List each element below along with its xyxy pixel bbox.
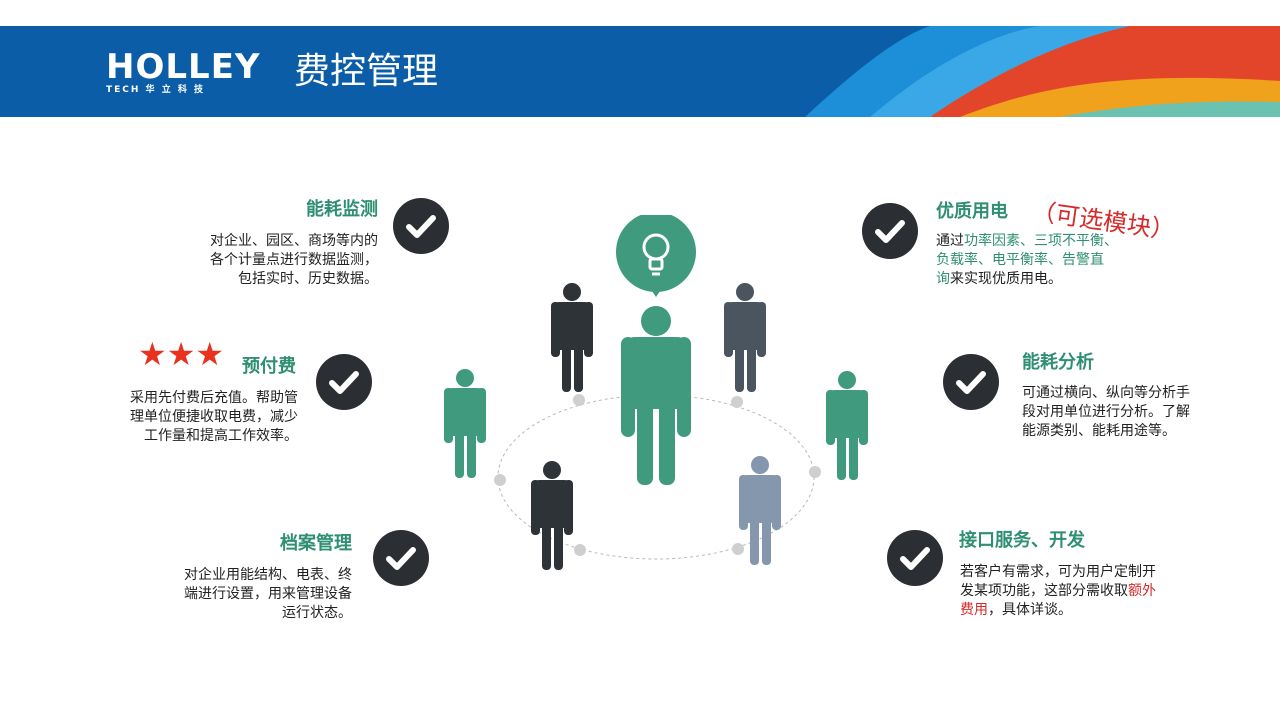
desc-line: 端进行设置，用来管理设备 <box>184 586 352 602</box>
feature-title-energy-monitoring: 能耗监测 <box>306 199 378 220</box>
desc-line: 运行状态。 <box>282 605 352 621</box>
feature-title-prepaid: 预付费 <box>242 356 296 377</box>
desc-line: 可通过横向、纵向等分析手 <box>1022 385 1190 401</box>
check-icon <box>862 203 918 259</box>
lightbulb-icon <box>616 215 696 297</box>
feature-desc-archive: 对企业用能结构、电表、终 端进行设置，用来管理设备 运行状态。 <box>150 566 352 623</box>
feature-title-power-quality: 优质用电 <box>936 201 1008 222</box>
check-icon <box>373 530 429 586</box>
check-icon <box>393 198 449 254</box>
feature-title-energy-analysis: 能耗分析 <box>1022 352 1094 373</box>
desc-line: 能源类别、能耗用途等。 <box>1022 423 1176 439</box>
feature-desc-prepaid: 采用先付费后充值。帮助管 理单位便捷收取电费，减少 工作量和提高工作效率。 <box>96 389 298 446</box>
person-icon <box>531 461 573 570</box>
desc-line: 通过功率因素、三项不平衡、 <box>936 233 1118 249</box>
desc-line: 各个计量点进行数据监测， <box>210 252 378 268</box>
person-icon <box>551 283 593 392</box>
check-icon <box>316 354 372 410</box>
check-icon <box>943 354 999 410</box>
logo-subtext: TECH 华 立 科 技 <box>106 85 205 95</box>
desc-line: 包括实时、历史数据。 <box>238 271 378 287</box>
desc-line: 工作量和提高工作效率。 <box>144 428 298 444</box>
header-banner: HOLLEY TECH 华 立 科 技 <box>0 26 1280 117</box>
person-icon <box>739 456 781 565</box>
feature-desc-energy-monitoring: 对企业、园区、商场等内的 各个计量点进行数据监测， 包括实时、历史数据。 <box>170 232 378 289</box>
desc-line: 发某项功能，这部分需收取额外 <box>960 583 1156 599</box>
feature-desc-energy-analysis: 可通过横向、纵向等分析手 段对用单位进行分析。了解 能源类别、能耗用途等。 <box>1022 384 1190 441</box>
desc-line: 若客户有需求，可为用户定制开 <box>960 564 1156 580</box>
desc-line: 对企业、园区、商场等内的 <box>210 233 378 249</box>
rating-stars: ★★★ <box>138 335 225 373</box>
feature-desc-interface: 若客户有需求，可为用户定制开 发某项功能，这部分需收取额外 费用，具体详谈。 <box>960 563 1156 620</box>
desc-line: 负载率、电平衡率、告警直 <box>936 252 1104 268</box>
desc-line: 询来实现优质用电。 <box>936 271 1062 287</box>
desc-line: 费用，具体详谈。 <box>960 602 1072 618</box>
desc-line: 理单位便捷收取电费，减少 <box>130 409 298 425</box>
feature-title-interface: 接口服务、开发 <box>959 530 1085 551</box>
page-title: 费控管理 <box>294 51 439 92</box>
desc-line: 对企业用能结构、电表、终 <box>184 567 352 583</box>
holley-logo: HOLLEY TECH 华 立 科 技 <box>106 50 261 96</box>
desc-line: 段对用单位进行分析。了解 <box>1022 404 1190 420</box>
person-icon <box>444 369 486 478</box>
person-icon <box>724 283 766 392</box>
person-icon <box>826 371 868 480</box>
feature-title-archive: 档案管理 <box>280 533 352 554</box>
people-network-illustration <box>444 215 868 570</box>
person-icon <box>621 306 691 485</box>
logo-text: HOLLEY <box>106 47 261 87</box>
decorative-waves <box>805 26 1280 117</box>
feature-desc-power-quality: 通过功率因素、三项不平衡、 负载率、电平衡率、告警直 询来实现优质用电。 <box>936 232 1118 289</box>
desc-line: 采用先付费后充值。帮助管 <box>130 390 298 406</box>
check-icon <box>887 530 943 586</box>
